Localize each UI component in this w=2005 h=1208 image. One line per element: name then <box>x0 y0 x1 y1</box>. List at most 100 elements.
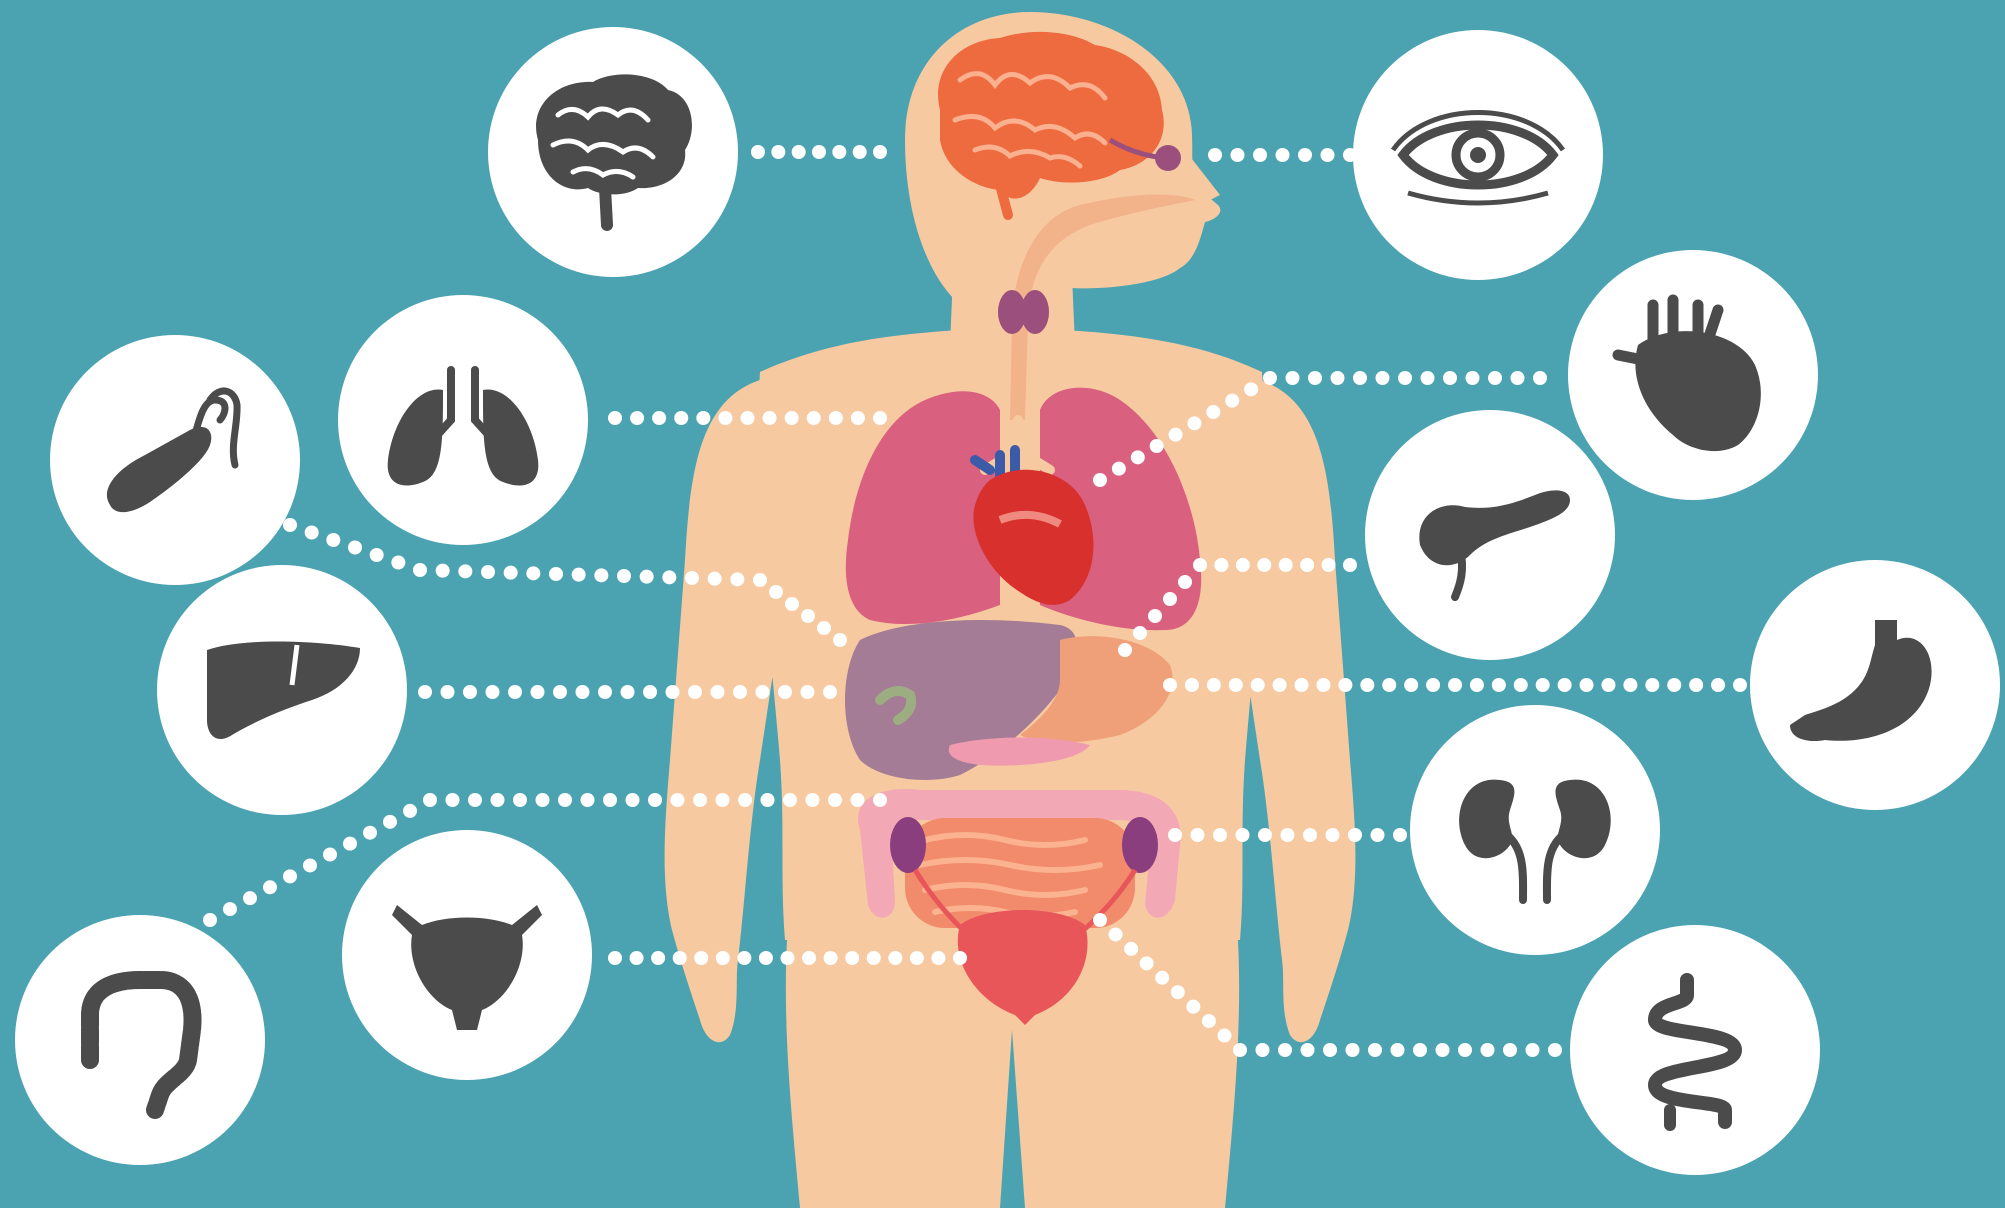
connector-dot <box>1514 678 1528 692</box>
connector-dot <box>733 685 747 699</box>
connector-dot <box>833 633 847 647</box>
connector-dot <box>716 793 730 807</box>
small-intestine-badge-circle <box>1570 925 1820 1175</box>
connector-dot <box>1331 371 1345 385</box>
connector-dot <box>1187 416 1201 430</box>
connector-dot <box>1276 148 1290 162</box>
connector-dot <box>1443 371 1457 385</box>
connector-dot <box>1398 371 1412 385</box>
connector-dot <box>1150 439 1164 453</box>
connector-dot <box>549 567 563 581</box>
connector-dot <box>1109 927 1123 941</box>
connector-dot <box>572 568 586 582</box>
connector-dot <box>778 685 792 699</box>
connector-dot <box>1548 1043 1562 1057</box>
connector-dot <box>626 793 640 807</box>
connector-dot <box>223 902 237 916</box>
connector-dot <box>771 145 785 159</box>
connector-dot <box>1251 678 1265 692</box>
connector-dot <box>243 891 257 905</box>
connector-dot <box>1231 148 1245 162</box>
connector-dot <box>1323 1043 1337 1057</box>
connector-dot <box>283 518 297 532</box>
connector-dot <box>1376 371 1390 385</box>
connector-dot <box>693 793 707 807</box>
connector-dot <box>1233 1043 1247 1057</box>
connector-dot <box>1536 678 1550 692</box>
colon-badge-circle <box>15 915 265 1165</box>
connector-dot <box>383 815 397 829</box>
connector-dot <box>370 548 384 562</box>
connector-dot <box>1133 626 1147 640</box>
connector-dot <box>1273 678 1287 692</box>
connector-dot <box>1202 1014 1216 1028</box>
connector-dot <box>867 951 881 965</box>
connector-dot <box>526 566 540 580</box>
connector-dot <box>1279 558 1293 572</box>
connector-dot <box>1124 942 1138 956</box>
connector-dot <box>418 685 432 699</box>
connector-dot <box>696 411 710 425</box>
connector-dot <box>716 951 730 965</box>
connector-dot <box>662 570 676 584</box>
connector-dot <box>630 951 644 965</box>
left-kidney <box>890 817 926 873</box>
connector-dot <box>1206 405 1220 419</box>
connector-dot <box>769 585 783 599</box>
connector-dot <box>1348 828 1362 842</box>
connector-dot <box>481 565 495 579</box>
eye-badge <box>1353 30 1603 280</box>
connector-dot <box>738 793 752 807</box>
connector-dot <box>873 793 887 807</box>
connector-dot <box>1225 394 1239 408</box>
connector-dot <box>1308 371 1322 385</box>
connector-dot <box>824 951 838 965</box>
connector-dot <box>807 411 821 425</box>
connector-dot <box>652 411 666 425</box>
connector-dot <box>685 571 699 585</box>
connector-dot <box>617 569 631 583</box>
connector-dot <box>1353 371 1367 385</box>
connector-dot <box>1558 678 1572 692</box>
connector-dot <box>671 793 685 807</box>
connector-dot <box>1140 956 1154 970</box>
connector-dot <box>1112 462 1126 476</box>
connector-dot <box>603 793 617 807</box>
connector-dot <box>1093 473 1107 487</box>
connector-dot <box>1278 1043 1292 1057</box>
connector-dot <box>1733 678 1747 692</box>
connector-dot <box>756 685 770 699</box>
connector-dot <box>391 556 405 570</box>
pituitary-gland <box>1155 145 1181 171</box>
connector-dot <box>531 685 545 699</box>
connector-dot <box>1148 609 1162 623</box>
connector-dot <box>1436 1043 1450 1057</box>
connector-dot <box>263 880 277 894</box>
connector-dot <box>1458 1043 1472 1057</box>
lungs-badge-circle <box>338 295 588 545</box>
connector-dot <box>423 793 437 807</box>
connector-dot <box>1466 371 1480 385</box>
connector-dot <box>621 685 635 699</box>
connector-dot <box>508 685 522 699</box>
connector-dot <box>553 685 567 699</box>
connector-dot <box>829 411 843 425</box>
connector-dot <box>1368 1043 1382 1057</box>
connector-dot <box>1426 678 1440 692</box>
connector-dot <box>1492 678 1506 692</box>
thyroid-lobe <box>1021 290 1049 334</box>
connector-dot <box>1253 148 1267 162</box>
connector-dot <box>463 685 477 699</box>
connector-dot <box>1169 428 1183 442</box>
connector-dot <box>873 145 887 159</box>
connector-dot <box>1321 148 1335 162</box>
connector-dot <box>436 564 450 578</box>
connector-dot <box>1236 558 1250 572</box>
connector-dot <box>851 793 865 807</box>
connector-dot <box>1171 985 1185 999</box>
connector-dot <box>203 913 217 927</box>
connector-dot <box>1667 678 1681 692</box>
connector-dot <box>1155 971 1169 985</box>
